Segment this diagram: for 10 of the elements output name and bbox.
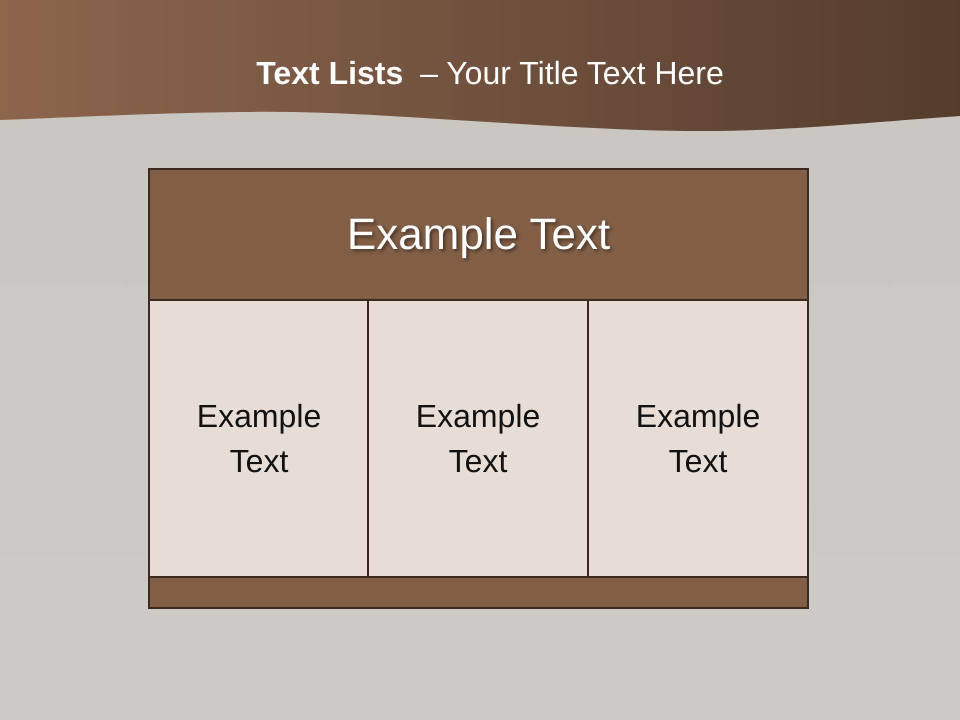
slide-title: Text Lists – Your Title Text Here [255,55,725,92]
panel-text: Example Text [634,397,762,481]
content-panel [587,299,809,579]
footer-bar [148,576,809,609]
panel-text: Example Text [414,397,542,481]
header-panel [148,168,809,302]
content-panel [367,299,589,579]
content-panel [148,299,370,579]
panel-heading: Example Text [346,210,610,260]
panel-text: Example Text [196,397,322,481]
